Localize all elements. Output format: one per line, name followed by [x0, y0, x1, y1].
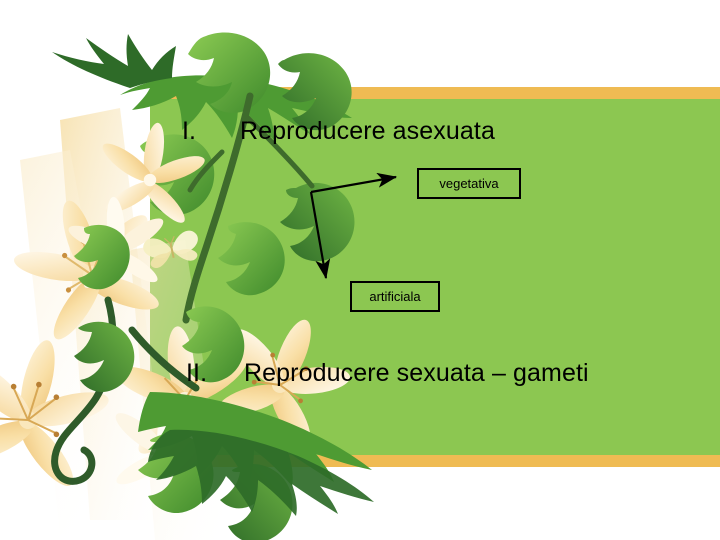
heading-2-numeral: II.	[186, 359, 208, 387]
heading-1-numeral: I.	[182, 117, 197, 145]
label-box-artificiala-text: artificiala	[369, 289, 421, 304]
panel-bottom-band	[150, 455, 720, 467]
label-box-vegetativa-text: vegetativa	[439, 176, 499, 191]
content-panel	[150, 99, 720, 455]
heading-reproducere-asexuata: I. Reproducere asexuata	[182, 117, 495, 146]
heading-1-text: Reproducere asexuata	[240, 117, 495, 145]
heading-2-text: Reproducere sexuata – gameti	[244, 359, 589, 387]
label-box-vegetativa: vegetativa	[417, 168, 521, 199]
label-box-artificiala: artificiala	[350, 281, 440, 312]
heading-reproducere-sexuata: II. Reproducere sexuata – gameti	[186, 359, 589, 388]
panel-top-band	[150, 87, 720, 99]
lily-flower-icon-2	[0, 340, 109, 486]
